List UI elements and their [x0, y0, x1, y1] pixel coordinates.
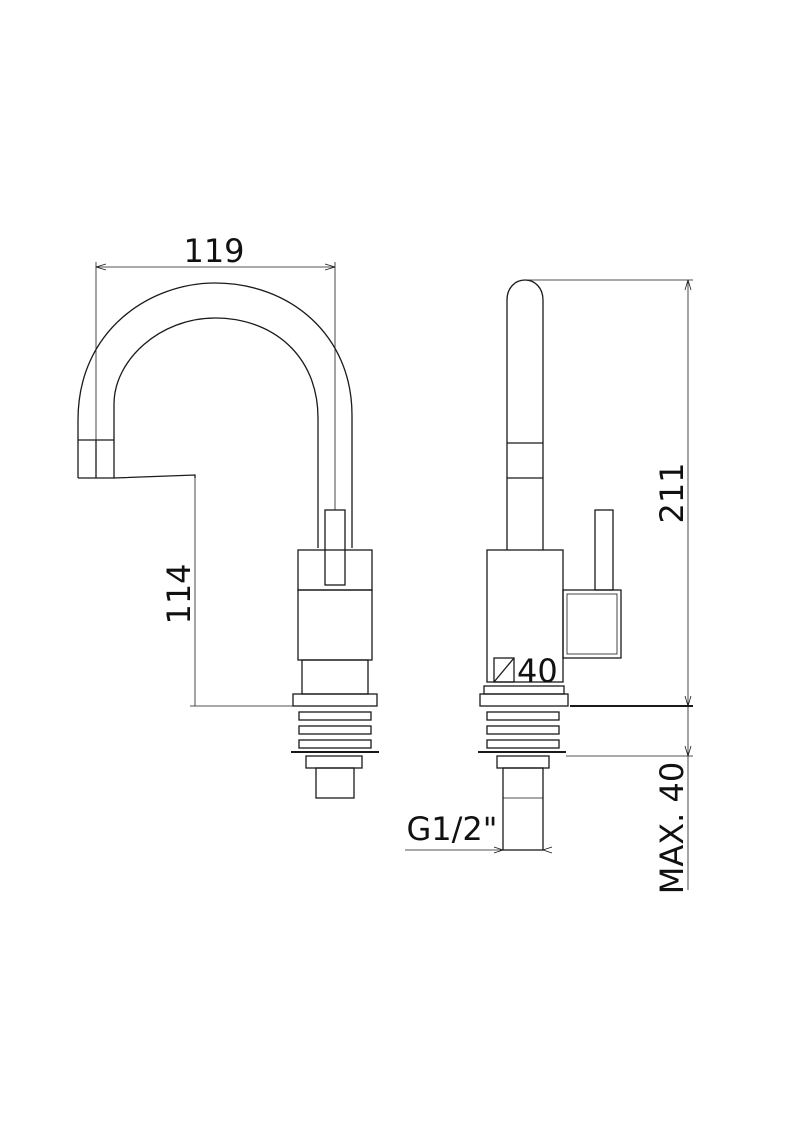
dim-max40-label: MAX. 40 — [653, 762, 691, 894]
spout-outer — [77, 282, 353, 548]
side-washer-3 — [486, 739, 560, 749]
side-body — [486, 549, 564, 683]
side-nut — [496, 755, 550, 769]
dim-square-40-label: 40 — [517, 652, 558, 690]
side-lever — [594, 509, 614, 591]
washer-1 — [298, 711, 372, 721]
body-base — [301, 659, 369, 695]
handle-inner — [566, 593, 618, 655]
washer-3 — [298, 739, 372, 749]
spout-bottom — [113, 474, 196, 479]
washer-2 — [298, 725, 372, 735]
thread-pipe — [315, 767, 355, 799]
dim-114-label: 114 — [160, 563, 198, 624]
dim-211-arrows — [684, 279, 692, 707]
dim-211-label: 211 — [653, 462, 691, 523]
handle-block — [562, 589, 622, 659]
front-view: 119 114 — [77, 232, 379, 799]
dim-max40-arrows — [684, 745, 692, 757]
square-symbol-icon — [493, 657, 515, 683]
side-washer-2 — [486, 725, 560, 735]
side-washer-1 — [486, 711, 560, 721]
spout-nozzle — [78, 439, 115, 479]
dim-119-label: 119 — [183, 232, 244, 270]
nut — [305, 755, 363, 769]
side-thread-pipe — [502, 767, 544, 851]
body-lower — [297, 589, 373, 661]
spout-band — [507, 442, 543, 479]
body-upper — [297, 549, 373, 591]
dim-thread-label: G1/2" — [406, 810, 497, 848]
dim-119-arrows — [95, 263, 336, 271]
side-view: 40 G1/2" 211 MAX. 40 — [405, 279, 693, 894]
lever — [324, 509, 346, 586]
dim-thread-arrows — [493, 846, 553, 854]
spout-pipe — [506, 279, 544, 550]
side-flange — [479, 693, 569, 707]
flange — [292, 693, 378, 707]
spout-inner — [113, 317, 319, 548]
